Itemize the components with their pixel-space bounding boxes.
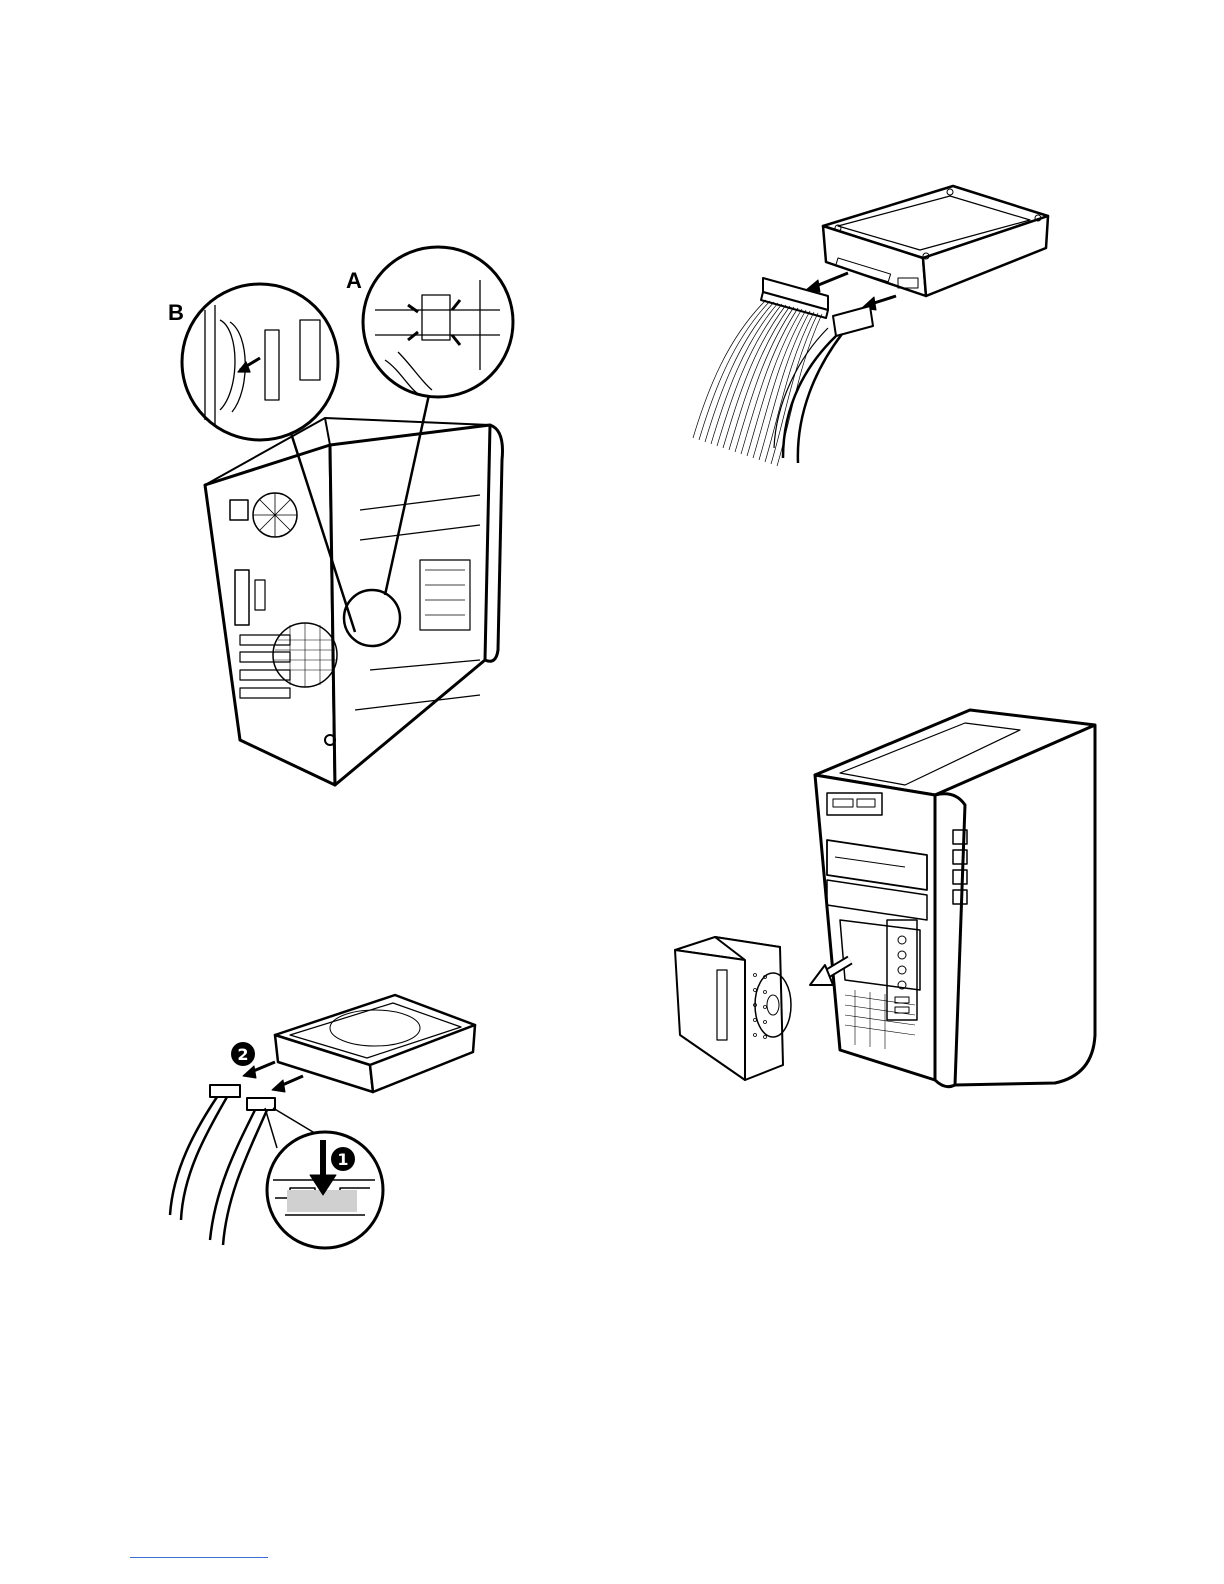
step-badge-1: 1 xyxy=(331,1147,355,1171)
step-number-2: 2 xyxy=(237,1045,248,1064)
tower-rear-illustration: B A xyxy=(160,240,540,800)
figure-tower-rear: B A xyxy=(160,240,540,800)
tower-front-illustration xyxy=(665,705,1105,1095)
callout-label-a: A xyxy=(346,268,362,293)
figure-hdd-ide-cables xyxy=(688,178,1058,468)
footer-link-underline[interactable] xyxy=(130,1557,268,1558)
power-connector xyxy=(833,306,873,336)
magnifier-a xyxy=(363,247,513,397)
step-number-1: 1 xyxy=(337,1150,348,1169)
figure-hdd-sata-cables: 2 1 xyxy=(165,990,485,1250)
hdd-sata-illustration: 2 1 xyxy=(165,990,485,1250)
tower-back-panel xyxy=(205,445,335,785)
hdd-ide-illustration xyxy=(688,178,1058,468)
callout-label-b: B xyxy=(168,300,184,325)
sata-data-connector xyxy=(210,1085,240,1097)
sata-power-connector xyxy=(247,1098,275,1110)
figure-tower-front-cage xyxy=(665,705,1105,1095)
drive-cage xyxy=(675,937,791,1080)
step-badge-2: 2 xyxy=(231,1042,255,1066)
ribbon-cable xyxy=(693,300,822,466)
